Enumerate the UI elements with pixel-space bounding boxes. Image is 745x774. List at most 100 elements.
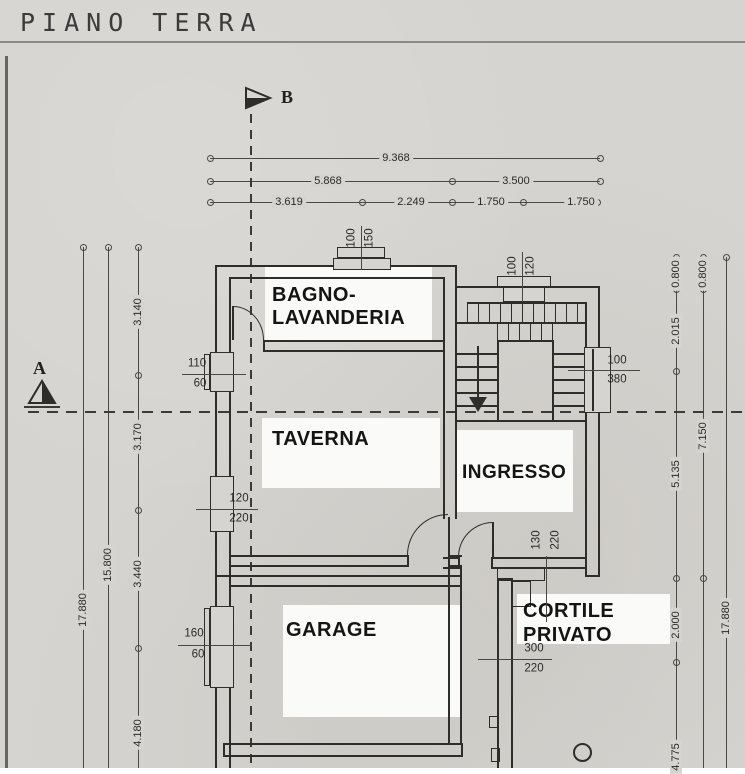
leader-line — [361, 226, 363, 270]
taverna-window-sill — [204, 354, 210, 390]
dim-endpoint — [207, 178, 214, 185]
dim-label: 4.180 — [131, 716, 145, 750]
dim-endpoint — [673, 368, 680, 375]
stair-tread — [541, 322, 543, 340]
leader-line — [196, 509, 258, 511]
dim-label: 17.880 — [76, 590, 90, 630]
stair-tread — [508, 322, 510, 340]
entrance-step-upper — [497, 567, 545, 581]
taverna-window — [210, 352, 234, 392]
stair-tread — [577, 304, 579, 322]
stair-window-sill-outer — [497, 276, 551, 287]
dim-endpoint — [80, 244, 87, 251]
dim-label: 5.868 — [311, 174, 345, 188]
wall-segment — [460, 567, 462, 745]
stair-tread — [522, 304, 524, 322]
leader-line — [568, 370, 640, 372]
stair-tread — [530, 322, 532, 340]
dim-line — [726, 257, 727, 768]
dim-endpoint — [359, 199, 366, 206]
opening-label: 110 — [187, 357, 207, 370]
stair-tread — [519, 322, 521, 340]
wall-segment — [455, 288, 457, 519]
dim-label: 3.140 — [131, 295, 145, 329]
opening-label: 120 — [524, 256, 537, 276]
leader-line — [522, 252, 524, 302]
wall-segment — [229, 565, 407, 567]
dim-label: 17.880 — [719, 598, 733, 638]
dim-endpoint — [597, 178, 604, 185]
section-marker-a-label: A — [33, 358, 46, 378]
stair-tread — [552, 392, 585, 394]
side-window — [584, 347, 611, 413]
section-line-a — [28, 411, 742, 413]
cortile-wall-notch-2 — [491, 748, 500, 762]
page-title: PIANO TERRA — [20, 8, 263, 37]
dim-label: 4.775 — [669, 740, 683, 774]
wall-segment — [443, 567, 460, 569]
stair-tread — [533, 304, 535, 322]
dim-label: 5.135 — [669, 457, 683, 491]
opening-label: 100 — [506, 256, 519, 276]
wall-segment — [585, 575, 600, 577]
wall-segment — [458, 557, 460, 569]
dim-label: 1.750 — [564, 195, 598, 209]
wall-segment — [491, 557, 493, 569]
label-patch-bagno — [265, 267, 432, 340]
wall-segment — [448, 517, 450, 567]
cortile-wall-notch-1 — [489, 716, 498, 728]
dim-label: 2.000 — [669, 608, 683, 642]
dim-line — [108, 247, 109, 768]
dim-endpoint — [135, 244, 142, 251]
dim-endpoint — [207, 155, 214, 162]
dim-endpoint — [520, 199, 527, 206]
taverna-french-door — [210, 476, 234, 532]
stair-tread — [489, 304, 491, 322]
wall-segment — [443, 277, 445, 519]
stair-tread — [511, 304, 513, 322]
wall-segment — [229, 277, 445, 279]
wall-segment — [585, 557, 587, 577]
dim-endpoint — [673, 659, 680, 666]
room-label-ingresso: INGRESSO — [462, 462, 567, 483]
wall-segment — [223, 743, 463, 745]
opening-label: 120 — [229, 492, 249, 505]
wall-segment — [497, 578, 499, 768]
section-marker-a-icon — [26, 378, 58, 411]
entrance-door-leaf — [492, 522, 494, 557]
garage-window-sill — [204, 608, 210, 686]
dim-endpoint — [207, 199, 214, 206]
room-label-taverna: TAVERNA — [272, 428, 370, 450]
wall-segment — [229, 585, 462, 587]
stair-tread — [500, 304, 502, 322]
stair-tread — [552, 405, 585, 407]
opening-label: 220 — [549, 530, 562, 550]
dim-endpoint — [700, 575, 707, 582]
wall-segment — [497, 340, 552, 342]
opening-label: 60 — [191, 648, 205, 661]
section-marker-a-underline — [24, 406, 60, 408]
wall-segment — [448, 565, 462, 567]
stair-tread — [555, 304, 557, 322]
bagno-door-arc — [233, 306, 264, 340]
dim-label: 1.750 — [474, 195, 508, 209]
stair-direction-line — [477, 346, 479, 398]
dim-endpoint — [673, 575, 680, 582]
wall-segment — [461, 743, 463, 757]
opening-label: 100 — [607, 354, 627, 367]
dim-label: 0.800 — [696, 257, 710, 291]
label-patch-taverna — [262, 418, 440, 488]
wall-segment — [448, 567, 450, 743]
dim-endpoint — [135, 372, 142, 379]
stair-tread — [552, 322, 554, 340]
dim-endpoint — [723, 254, 730, 261]
garage-window — [210, 606, 234, 688]
wall-segment — [552, 340, 554, 422]
dim-label: 3.619 — [272, 195, 306, 209]
stair-tread — [478, 304, 480, 322]
wall-segment — [457, 322, 585, 324]
stair-tread — [552, 366, 585, 368]
leader-line — [182, 374, 246, 376]
dim-endpoint — [449, 178, 456, 185]
dim-label-total-width: 9.368 — [379, 151, 413, 165]
